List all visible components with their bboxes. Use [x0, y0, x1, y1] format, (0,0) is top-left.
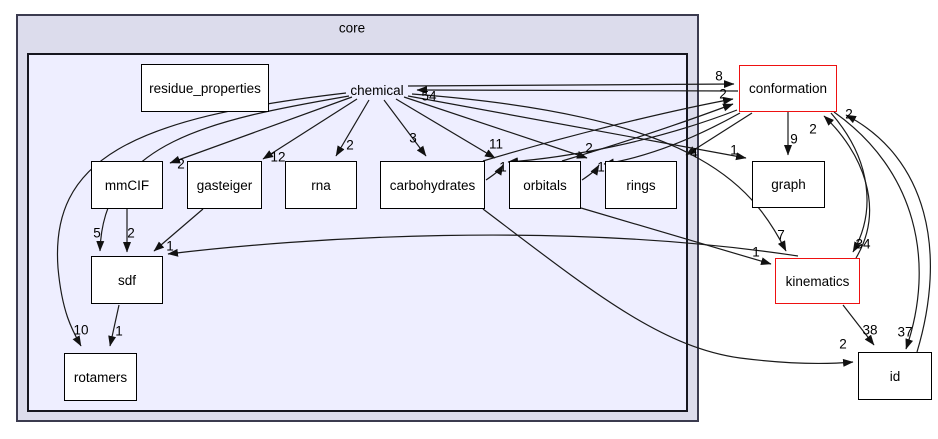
- node-sdf-label: sdf: [117, 272, 136, 288]
- edge-gasteiger-sdf: [153, 208, 204, 252]
- node-chemical-label: chemical: [350, 82, 404, 98]
- edge-sdf-rotamers: [108, 304, 120, 347]
- edge-carbohydrates-conformation: [482, 96, 734, 162]
- edge-count-label: 10: [73, 322, 89, 338]
- edge-count-label: 1: [597, 159, 605, 175]
- node-mmcif[interactable]: mmCIF: [91, 161, 163, 209]
- node-carbohydrates-label: carbohydrates: [389, 177, 476, 193]
- edge-id-conformation: [845, 114, 931, 353]
- edge-count-label: 2: [346, 137, 354, 153]
- edge-conformation-id: [833, 111, 920, 350]
- node-kinematics-label: kinematics: [785, 273, 850, 289]
- edge-chemical-conformation: [407, 80, 735, 89]
- node-rotamers-label: rotamers: [73, 369, 128, 385]
- node-gasteiger[interactable]: gasteiger: [187, 161, 262, 209]
- edge-carbohydrates-orbitals: [485, 164, 504, 181]
- edge-count-label: 54: [421, 88, 437, 104]
- edge-conformation-rings: [685, 112, 753, 156]
- node-rotamers[interactable]: rotamers: [64, 353, 137, 401]
- edge-count-label: 1: [115, 323, 123, 339]
- node-residue-properties-label: residue_properties: [149, 80, 261, 96]
- edge-kinematics-id: [842, 304, 875, 346]
- edge-chemical-rna: [335, 99, 370, 157]
- edge-conformation-chemical: [416, 86, 739, 95]
- edge-count-label: 1: [730, 142, 738, 158]
- edge-count-label: 38: [862, 322, 878, 338]
- edge-chemical-mmcif: [169, 96, 353, 164]
- node-rna[interactable]: rna: [285, 161, 357, 209]
- edge-carbohydrates-id: [482, 208, 854, 367]
- edge-count-label: 1: [752, 244, 760, 260]
- edge-count-label: 34: [855, 236, 871, 252]
- edge-count-label: 2: [127, 225, 135, 241]
- node-id[interactable]: id: [858, 352, 932, 400]
- edge-chemical-rotamers: [56, 92, 347, 347]
- edge-count-label: 2: [809, 121, 817, 137]
- node-id-label: id: [889, 368, 901, 384]
- node-sdf[interactable]: sdf: [91, 256, 163, 304]
- edge-count-label: 37: [897, 324, 913, 340]
- edge-count-label: 3: [409, 130, 417, 146]
- edge-orbitals-rings: [581, 164, 600, 181]
- edge-count-label: 5: [93, 225, 101, 241]
- edge-count-label: 9: [790, 131, 798, 147]
- node-gasteiger-label: gasteiger: [196, 177, 253, 193]
- edge-kinematics-sdf: [167, 234, 799, 257]
- edge-chemical-graph: [407, 95, 747, 161]
- edge-conformation-orbitals: [507, 109, 738, 166]
- edge-orbitals-conformation: [561, 103, 734, 162]
- edge-count-label: 1: [166, 238, 174, 254]
- edge-chemical-kinematics: [411, 93, 787, 252]
- edge-count-label: 8: [715, 68, 723, 84]
- edge-count-label: 2: [719, 86, 727, 102]
- edge-orbitals-kinematics: [580, 207, 772, 266]
- edge-chemical-gasteiger: [262, 98, 358, 160]
- node-graph[interactable]: graph: [752, 161, 825, 208]
- edge-chemical-rings: [403, 96, 588, 159]
- node-orbitals[interactable]: orbitals: [509, 161, 581, 209]
- node-carbohydrates[interactable]: carbohydrates: [380, 161, 485, 209]
- edge-chemical-sdf: [96, 95, 350, 252]
- node-kinematics[interactable]: kinematics: [775, 258, 860, 304]
- edge-count-label: 2: [839, 336, 847, 352]
- cluster-core-label: core: [338, 20, 366, 36]
- edge-count-label: 4: [690, 145, 698, 161]
- node-orbitals-label: orbitals: [523, 177, 567, 193]
- node-mmcif-label: mmCIF: [104, 177, 150, 193]
- edge-chemical-orbitals: [395, 98, 496, 159]
- edge-count-label: 1: [499, 159, 507, 175]
- node-graph-label: graph: [771, 177, 806, 192]
- edge-count-label: 2: [845, 106, 853, 122]
- edge-count-label: 11: [488, 136, 504, 152]
- edge-count-label: 12: [270, 149, 286, 165]
- edge-count-label: 2: [177, 156, 185, 172]
- edge-count-label: 2: [585, 140, 593, 156]
- node-residue-properties[interactable]: residue_properties: [141, 64, 269, 112]
- node-rna-label: rna: [311, 177, 331, 193]
- edge-chemical-carbohydrates: [383, 99, 427, 157]
- node-chemical: chemical: [338, 79, 416, 101]
- edge-conformation-kinematics: [830, 112, 868, 253]
- edge-count-label: 7: [777, 227, 785, 243]
- node-conformation[interactable]: conformation: [739, 65, 837, 112]
- node-rings[interactable]: rings: [605, 161, 677, 209]
- node-rings-label: rings: [626, 177, 656, 193]
- cluster-chemical-inner: [27, 53, 688, 412]
- node-conformation-label: conformation: [748, 81, 828, 96]
- edge-conformation-rings-2: [603, 112, 741, 167]
